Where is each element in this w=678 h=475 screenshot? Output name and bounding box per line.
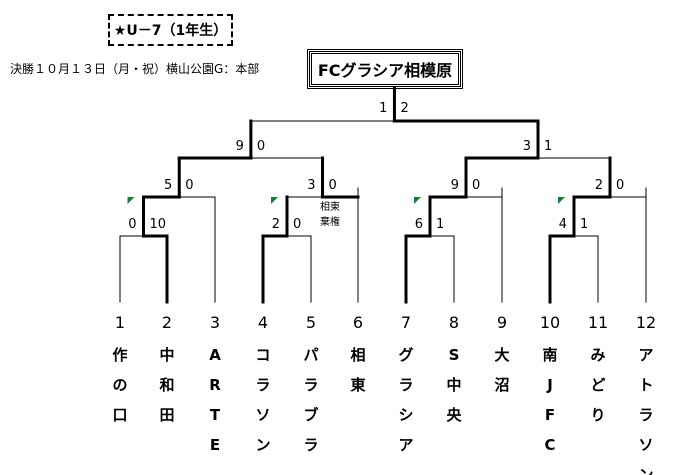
team-number-8: 8	[449, 313, 459, 332]
team-number-1: 1	[115, 313, 125, 332]
m6-right-score: 0	[472, 178, 480, 193]
winner-marker-3	[414, 197, 421, 204]
bracket-lines	[119, 86, 647, 304]
withdraw-note-line2: 棄権	[320, 215, 340, 228]
team-number-4: 4	[258, 313, 268, 332]
team-name-char: パ	[303, 346, 318, 364]
team-name-char: ア	[638, 346, 653, 364]
final-right-score: 2	[400, 101, 408, 116]
team-name-char: ン	[638, 466, 653, 475]
m8-left-score: 2	[595, 178, 603, 193]
team-name-char: り	[590, 406, 605, 424]
team-name-char: シ	[398, 406, 413, 424]
team-number-6: 6	[353, 313, 363, 332]
team-name-char: ブ	[303, 406, 318, 424]
team-name-char: 和	[159, 376, 174, 394]
final-info: 決勝１０月１３日（月・祝）横山公園G：本部	[10, 62, 260, 76]
team-number-11: 11	[588, 313, 608, 332]
team-name-char: ラ	[303, 436, 318, 454]
sf2-left-score: 3	[523, 139, 531, 154]
team-name-char: T	[210, 406, 221, 424]
team-number-5: 5	[306, 313, 316, 332]
winner-marker-4	[558, 197, 565, 204]
withdraw-note-line1: 相東	[320, 200, 340, 213]
team-name-char: ラ	[398, 376, 413, 394]
team-number-2: 2	[162, 313, 172, 332]
team-name-char: み	[590, 346, 605, 364]
winner-marker-2	[271, 197, 278, 204]
team-name-char: 相	[350, 346, 365, 364]
team-name-char: ラ	[638, 406, 653, 424]
team-name-char: ど	[590, 376, 605, 394]
m7-right-score: 1	[580, 217, 588, 232]
team-name-char: 大	[494, 346, 509, 364]
team-name-char: 沼	[494, 376, 509, 394]
team-name-char: E	[210, 436, 220, 454]
team-name-char: 田	[159, 406, 174, 424]
m2-left-score: 5	[164, 178, 172, 193]
m4-left-score: 3	[307, 178, 315, 193]
team-name-char: の	[112, 376, 127, 394]
m5-right-score: 1	[436, 217, 444, 232]
champion-box: FCグラシア相模原	[307, 49, 463, 89]
team-name-char: 南	[542, 346, 557, 364]
team-name-char: ラ	[255, 376, 270, 394]
m8-right-score: 0	[616, 178, 624, 193]
m5-left-score: 6	[415, 217, 423, 232]
team-name-char: R	[209, 376, 221, 394]
m7-left-score: 4	[559, 217, 567, 232]
winner-marker-1	[127, 197, 135, 204]
team-name-char: 央	[446, 406, 462, 424]
m3-left-score: 2	[272, 217, 280, 232]
team-name-char: ン	[255, 436, 270, 454]
m2-right-score: 0	[185, 178, 193, 193]
m1-left-score: 0	[128, 217, 136, 232]
sf1-left-score: 9	[236, 139, 244, 154]
m4-right-score: 0	[329, 178, 337, 193]
team-name-char: 作	[112, 346, 127, 364]
team-name-char: 中	[159, 346, 174, 364]
team-name-char: ソ	[638, 436, 653, 454]
winner-markers	[127, 197, 565, 204]
sf1-right-score: 0	[257, 139, 265, 154]
team-name-char: ラ	[303, 376, 318, 394]
team-name-char: F	[545, 406, 555, 424]
team-number-10: 10	[540, 313, 560, 332]
team-name-char: S	[449, 346, 460, 364]
team-name-char: A	[209, 346, 221, 364]
team-name-char: C	[544, 436, 555, 454]
team-name-char: ソ	[255, 406, 270, 424]
team-name-char: ト	[638, 376, 653, 394]
team-name-char: ア	[398, 436, 413, 454]
team-name-char: グ	[398, 346, 413, 364]
team-number-7: 7	[401, 313, 411, 332]
sf2-right-score: 1	[544, 139, 552, 154]
team-number-9: 9	[497, 313, 507, 332]
final-left-score: 1	[379, 101, 387, 116]
m1-right-score: 10	[150, 217, 167, 232]
team-number-3: 3	[210, 313, 220, 332]
m3-right-score: 0	[293, 217, 301, 232]
team-entries: 1作の口2中和田3ARTE4コラソン5パラブラ6相東7グラシア8S中央9大沼10…	[112, 313, 656, 475]
team-name-char: 口	[112, 406, 127, 424]
team-name-char: J	[546, 376, 553, 394]
m6-left-score: 9	[451, 178, 459, 193]
team-number-12: 12	[636, 313, 656, 332]
team-name-char: コ	[255, 346, 270, 364]
team-name-char: 中	[446, 376, 461, 394]
category-label: ★U－7（1年生）	[108, 14, 233, 46]
team-name-char: 東	[350, 376, 365, 394]
